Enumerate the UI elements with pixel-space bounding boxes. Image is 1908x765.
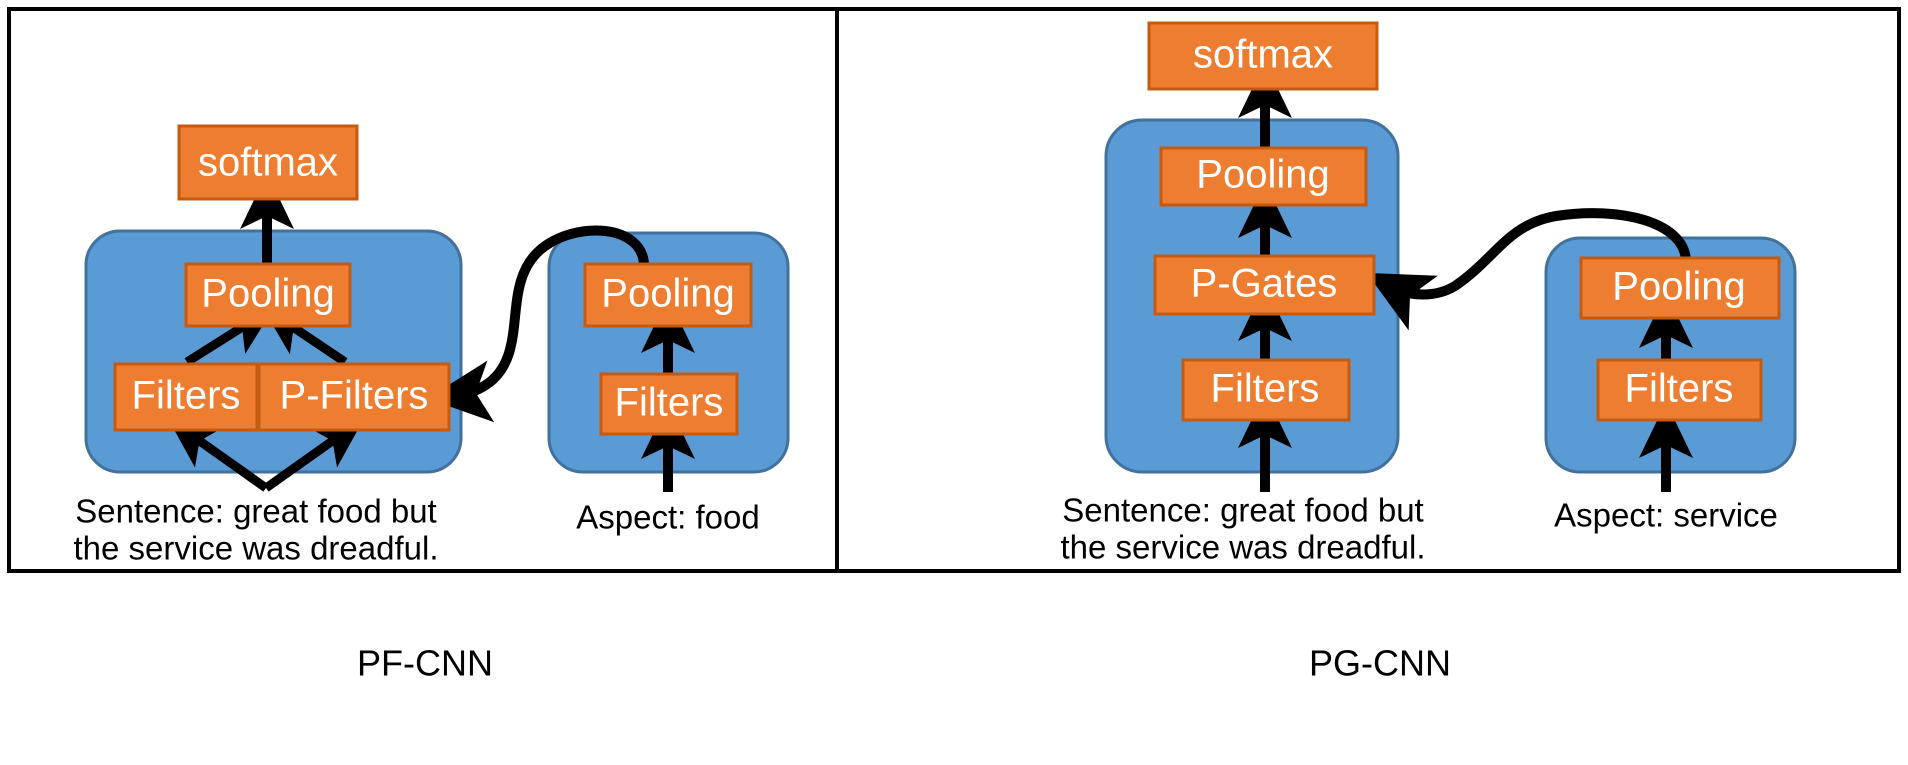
pf-node-p-filters[interactable]: P-Filters (257, 362, 451, 432)
pf-node-pooling[interactable]: Pooling (184, 262, 352, 328)
pg-node-aspect-filters[interactable]: Filters (1596, 358, 1763, 422)
pg-sentence-input-label-line2: the service was dreadful. (1060, 529, 1425, 566)
pg-node-aspect-pooling[interactable]: Pooling (1579, 256, 1781, 320)
caption-pf-cnn: PF-CNN (357, 643, 493, 684)
pg-edge-aspect-to-pgates (1366, 208, 1691, 331)
pg-node-aspect-pooling-label: Pooling (1612, 265, 1745, 309)
pf-edge-input-to-filters (167, 418, 269, 492)
pf-aspect-input-label: Aspect: food (576, 499, 759, 536)
caption-pg-cnn: PG-CNN (1309, 643, 1451, 684)
pf-edge-aspect-to-pfilters (427, 225, 649, 423)
pg-node-pooling[interactable]: Pooling (1159, 146, 1368, 207)
pf-node-softmax-label: softmax (198, 141, 338, 185)
pf-node-filters-label: Filters (132, 374, 241, 418)
pf-node-filters[interactable]: Filters (113, 362, 259, 432)
pg-node-p-gates[interactable]: P-Gates (1153, 254, 1376, 316)
pf-node-aspect-pooling-label: Pooling (601, 272, 734, 316)
pf-sentence-input-label-line1: Sentence: great food but (75, 493, 436, 530)
pg-node-filters-label: Filters (1211, 367, 1320, 411)
pf-sentence-input-label-line2: the service was dreadful. (73, 530, 438, 567)
pg-node-aspect-filters-label: Filters (1625, 367, 1734, 411)
pf-node-aspect-pooling[interactable]: Pooling (583, 262, 753, 328)
pg-sentence-input-label-line1: Sentence: great food but (1062, 492, 1423, 529)
pf-node-aspect-filters[interactable]: Filters (599, 372, 739, 436)
pf-edge-input-to-pfilters (263, 418, 365, 492)
pg-node-filters[interactable]: Filters (1181, 358, 1351, 422)
pg-aspect-input-label: Aspect: service (1554, 497, 1778, 534)
pf-node-p-filters-label: P-Filters (280, 374, 429, 418)
pf-node-softmax[interactable]: softmax (177, 124, 359, 201)
pf-node-aspect-filters-label: Filters (615, 381, 724, 425)
pg-node-p-gates-label: P-Gates (1191, 262, 1338, 306)
pg-node-softmax[interactable]: softmax (1147, 21, 1379, 91)
pg-node-softmax-label: softmax (1193, 33, 1333, 77)
pg-node-pooling-label: Pooling (1196, 153, 1329, 197)
pf-node-pooling-label: Pooling (201, 272, 334, 316)
